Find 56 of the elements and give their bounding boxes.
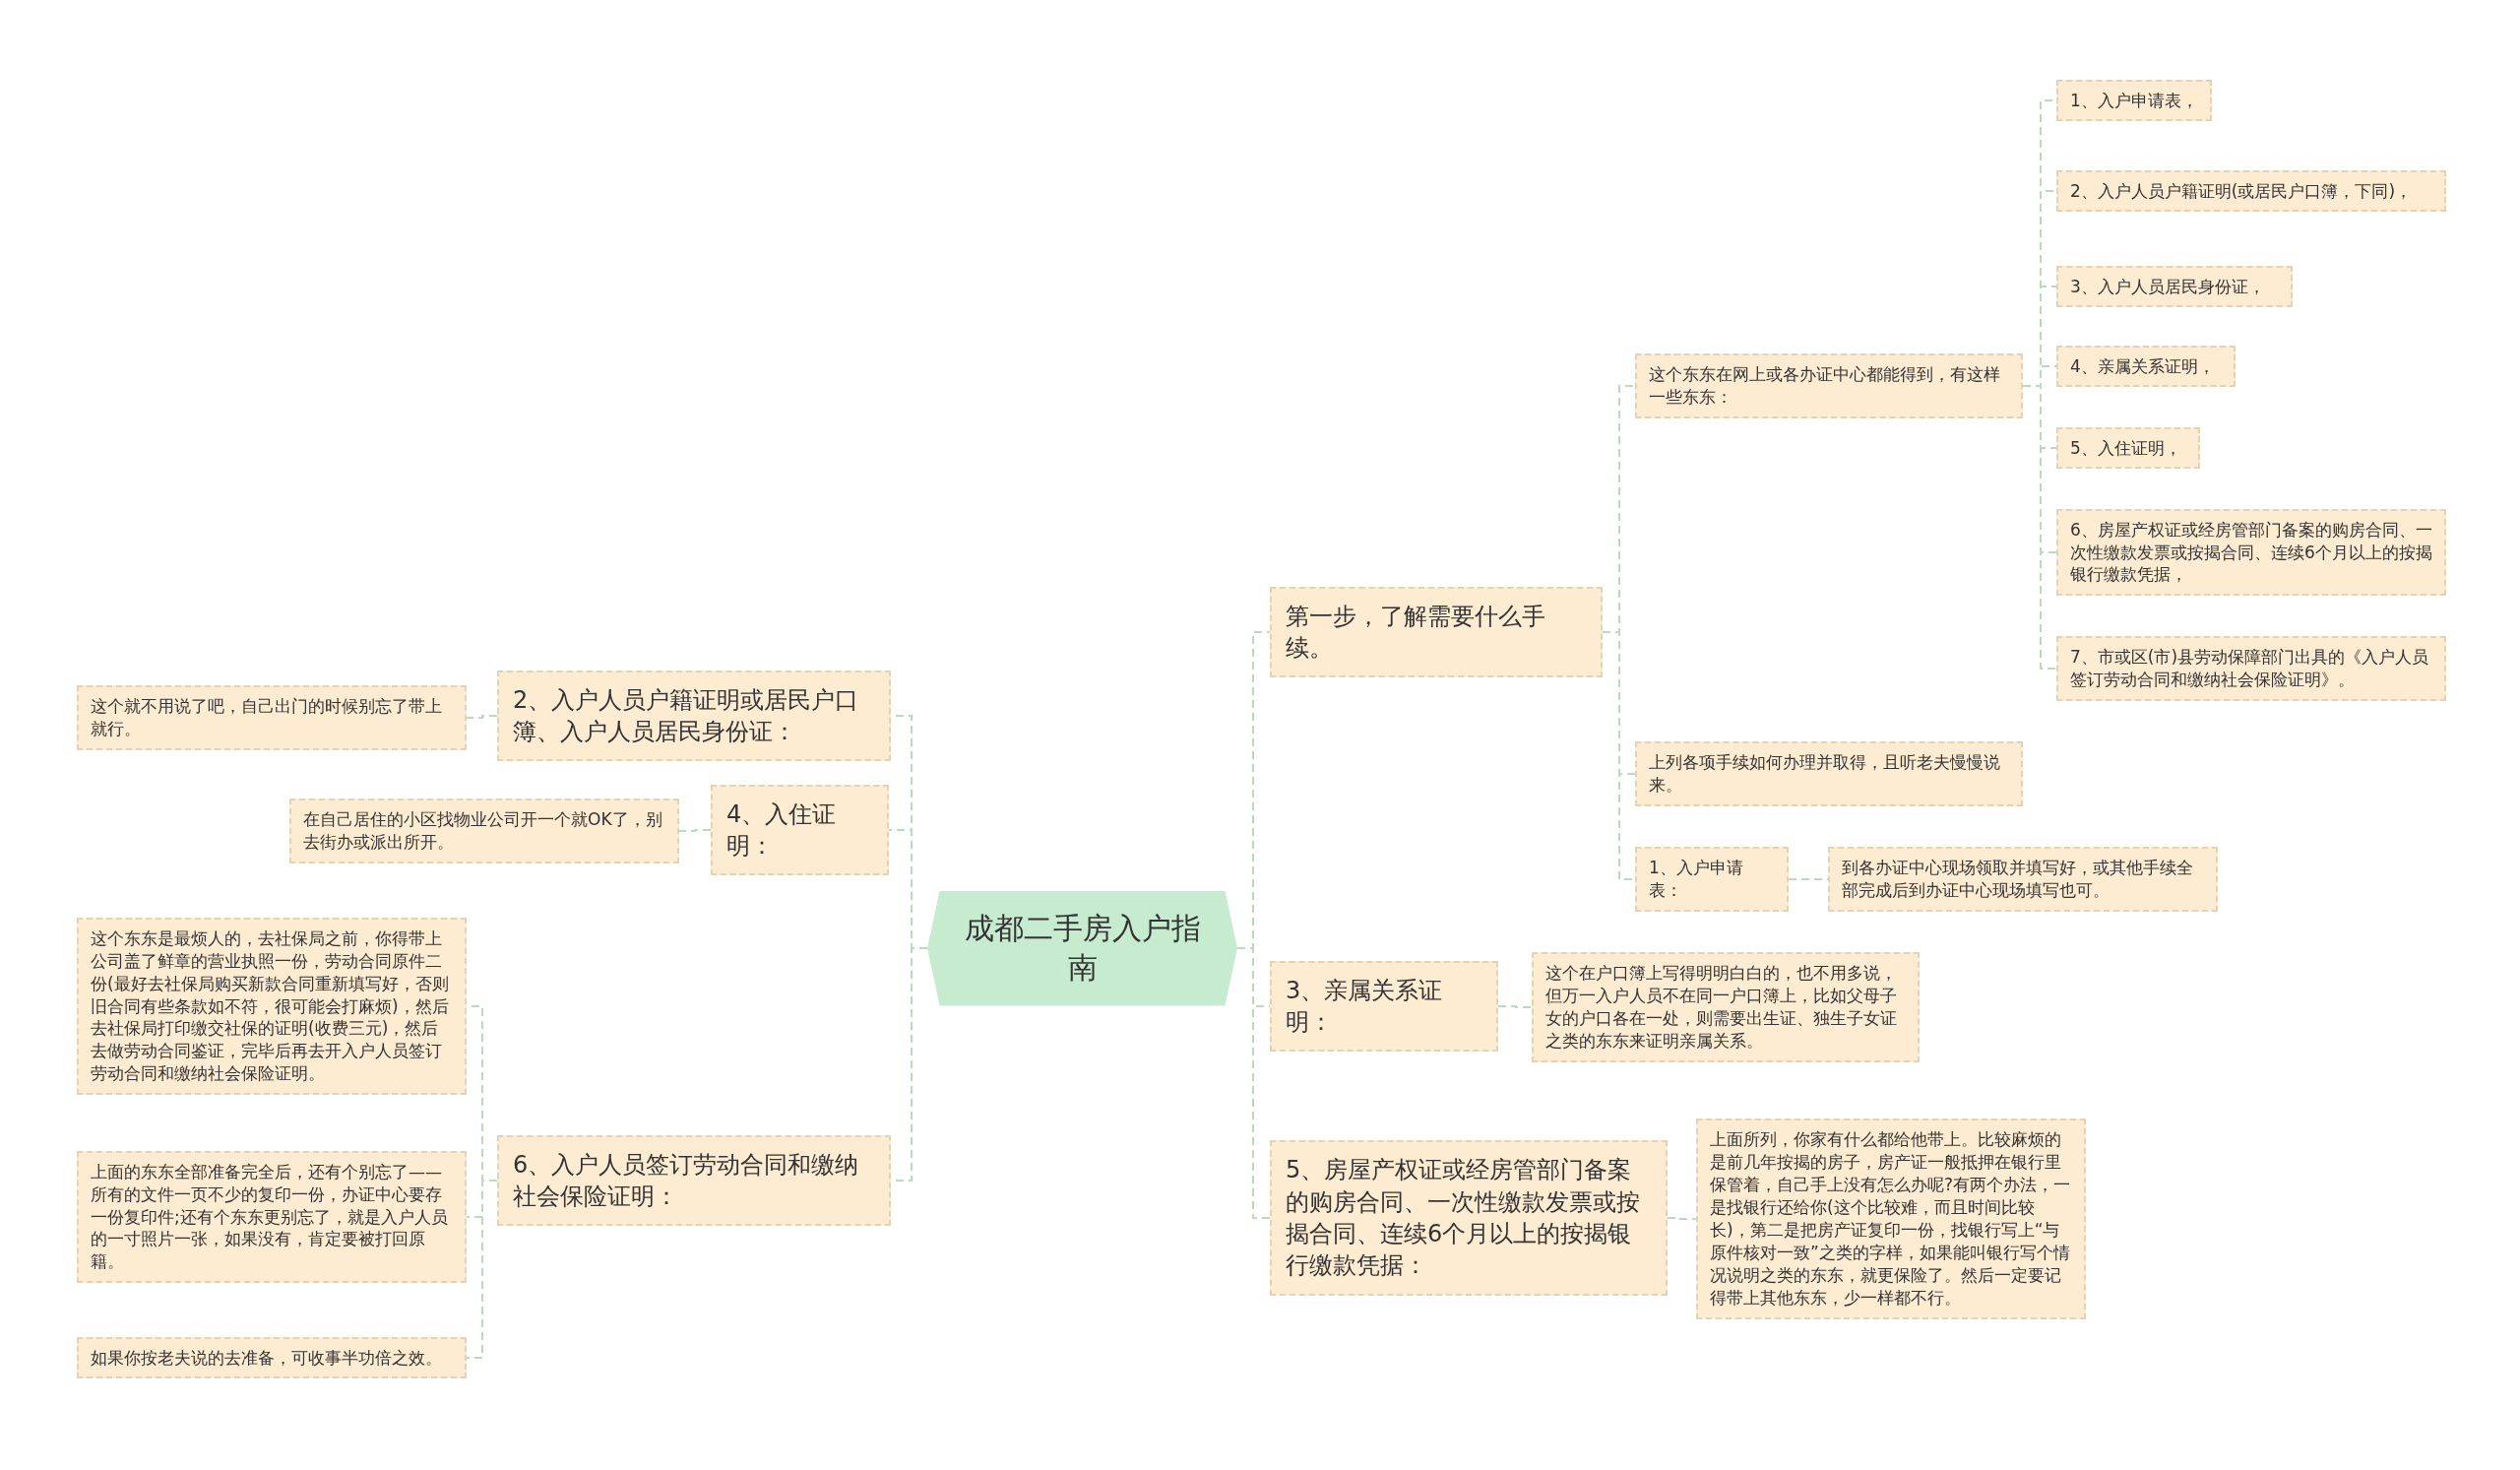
connector-line — [2022, 385, 2057, 670]
topic-text: 在自己居住的小区找物业公司开一个就OK了，别去街办或派出所开。 — [303, 808, 663, 854]
topic-box — [1828, 847, 2218, 912]
topic-text: 1、入户申请表， — [2070, 89, 2198, 112]
topic-text: 3、入户人员居民身份证， — [2070, 275, 2266, 298]
topic-text: 5、入住证明， — [2070, 436, 2182, 460]
topic-box — [77, 1336, 467, 1379]
topic-box — [1635, 847, 1789, 912]
topic-text: 成都二手房入户指南 — [963, 909, 1202, 987]
topic-text: 上面所列，你家有什么都给他带上。比较麻烦的是前几年按揭的房子，房产证一般抵押在银行里保管着，自己手上没有怎么办呢?有两个办法，一是找银行还给你(这个比较难，而且时间比较长)，第二是把房产证复印一份，找银行写上“与原件核对一致”之类的字样，如果能叫银行写个情况说明之类的东东，就更保险了。然后一定要记得带上其他东东，少一样都不行。 — [1710, 1128, 2072, 1310]
connector-line — [466, 715, 498, 719]
topic-box — [2056, 508, 2446, 597]
topic-text: 5、房屋产权证或经房管部门备案的购房合同、一次性缴款发票或按揭合同、连续6个月以上的按揭银行缴款凭据： — [1286, 1155, 1641, 1282]
topic-text: 这个就不用说了吧，自己出门的时候别忘了带上就行。 — [91, 695, 443, 740]
topic-box — [1532, 952, 1920, 1062]
topic-text: 这个在户口簿上写得明明白白的，也不用多说，但万一入户人员不在同一户口簿上，比如父母子女的户口各在一处，则需要出生证、独生子女证之类的东东来证明亲属关系。 — [1545, 962, 1898, 1053]
topic-box — [2056, 345, 2236, 388]
topic-text: 7、市或区(市)县劳动保障部门出具的《入户人员签订劳动合同和缴纳社会保险证明》。 — [2070, 646, 2430, 691]
topic-box — [77, 1150, 467, 1284]
topic-box — [1270, 960, 1498, 1053]
topic-text: 如果你按老夫说的去准备，可收事半功倍之效。 — [91, 1346, 443, 1370]
topic-text: 这个东东在网上或各办证中心都能得到，有这样一些东东： — [1649, 363, 2001, 409]
connector-line — [1667, 1217, 1697, 1220]
topic-text: 2、入户人员户籍证明(或居民户口簿，下同)， — [2070, 179, 2414, 203]
connector-line — [1236, 947, 1271, 1219]
topic-box — [2056, 79, 2212, 122]
topic-text: 4、亲属关系证明， — [2070, 354, 2216, 378]
topic-box — [711, 784, 889, 876]
topic-box — [1635, 353, 2023, 418]
topic-box — [289, 799, 679, 863]
topic-text: 到各办证中心现场领取并填写好，或其他手续全部完成后到办证中心现场填写也可。 — [1842, 857, 2194, 902]
topic-box — [497, 1134, 891, 1227]
topic-text: 4、入住证明： — [726, 799, 838, 862]
topic-box — [1270, 586, 1603, 678]
topic-text: 3、亲属关系证明： — [1286, 975, 1444, 1038]
connector-line — [1497, 1005, 1533, 1008]
topic-box — [1635, 741, 2023, 806]
topic-text: 2、入户人员户籍证明或居民户口簿、入户人员居民身份证： — [513, 684, 860, 747]
topic-box — [77, 685, 467, 750]
connector-line — [678, 829, 712, 832]
topic-box — [1696, 1118, 2086, 1319]
topic-box — [497, 670, 891, 762]
topic-text: 6、入户人员签订劳动合同和缴纳社会保险证明： — [513, 1149, 860, 1212]
topic-text: 上面的东东全部准备完全后，还有个别忘了——所有的文件一页不少的复印一份，办证中心要存一份复印件;还有个东东更别忘了，就是入户人员的一寸照片一张，如果没有，肯定要被打回原籍。 — [91, 1160, 449, 1274]
topic-text: 这个东东是最烦人的，去社保局之前，你得带上公司盖了鲜章的营业执照一份，劳动合同原件二份(最好去社保局购买新款合同重新填写好，否则旧合同有些条款如不符，很可能会打麻烦)，然后去社保局打印缴交社保的证明(收费三元)，然后去做劳动合同鉴证，完毕后再去开入户人员签订劳动合同和缴纳社会保险证明。 — [91, 927, 450, 1086]
topic-box — [77, 917, 467, 1096]
topic-text: 1、入户申请表： — [1649, 857, 1744, 902]
topic-box — [2056, 265, 2293, 308]
topic-text: 上列各项手续如何办理并取得，且听老夫慢慢说来。 — [1649, 751, 2001, 797]
topic-box — [2056, 169, 2446, 213]
topic-box — [2056, 426, 2200, 470]
topic-text: 第一步，了解需要什么手续。 — [1286, 601, 1546, 664]
topic-box — [1270, 1140, 1668, 1296]
topic-box — [2056, 636, 2446, 701]
connector-line — [466, 1180, 498, 1359]
topic-text: 6、房屋产权证或经房管部门备案的购房合同、一次性缴款发票或按揭合同、连续6个月以上的按揭银行缴款凭据， — [2070, 518, 2432, 587]
